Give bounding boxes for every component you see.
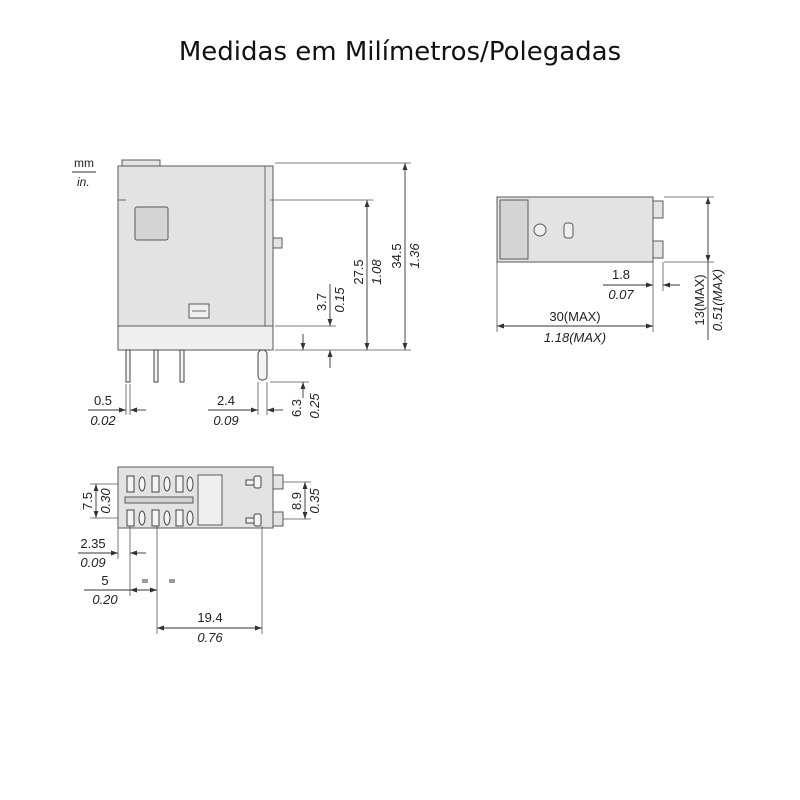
pin-hole xyxy=(138,510,146,526)
dim-depth-in: 0.51(MAX) xyxy=(710,269,725,331)
side-band xyxy=(499,199,529,260)
dim-height-body-in: 1.08 xyxy=(369,259,384,285)
pin-hole xyxy=(138,476,146,492)
dim-base-height-mm: 3.7 xyxy=(314,293,329,311)
top-cap xyxy=(121,159,161,167)
side-tab xyxy=(272,511,284,527)
page-title: Medidas em Milímetros/Polegadas xyxy=(179,37,621,67)
pin-hole xyxy=(186,510,194,526)
coil-pin-stub xyxy=(245,479,255,486)
dim-pin-span-mm: 19.4 xyxy=(197,610,222,625)
pin-slot xyxy=(151,509,160,527)
dim-pin-length-mm: 6.3 xyxy=(289,399,304,417)
dim-tab-spacing-mm: 8.9 xyxy=(289,492,304,510)
flag-slot xyxy=(563,222,574,239)
center-bar xyxy=(124,496,194,504)
pin-slot xyxy=(126,509,135,527)
dim-pin-thickness-mm: 2.4 xyxy=(217,393,235,408)
dim-pin-length-in: 0.25 xyxy=(307,393,322,419)
pin-hole xyxy=(163,510,171,526)
indicator-window xyxy=(134,206,169,241)
unit-in-label: in. xyxy=(77,175,90,189)
dim-pin-pitch-mm: 5 xyxy=(101,573,108,588)
pin xyxy=(153,349,159,383)
pin-hole xyxy=(163,476,171,492)
relay-base xyxy=(117,325,274,351)
side-view: 13(MAX) 0.51(MAX) 1.8 0.07 30(MAX) 1.18(… xyxy=(496,196,725,345)
dim-pin-pitch-in: 0.20 xyxy=(92,592,118,607)
dim-pin-thickness-in: 0.09 xyxy=(213,413,238,428)
dim-height-total-mm: 34.5 xyxy=(389,243,404,268)
pin xyxy=(179,349,185,383)
pin-hole xyxy=(186,476,194,492)
dim-pin-width-mm: 0.5 xyxy=(94,393,112,408)
dim-tab-offset-in: 0.07 xyxy=(608,287,634,302)
dim-edge-offset-in: 0.09 xyxy=(80,555,105,570)
pin xyxy=(125,349,131,383)
side-tab xyxy=(272,237,283,249)
pin-slot xyxy=(175,475,184,493)
dim-row-spacing-mm: 7.5 xyxy=(80,492,95,510)
led-circle xyxy=(533,223,547,237)
dim-width-mm: 30(MAX) xyxy=(549,309,600,324)
pin-slot xyxy=(175,509,184,527)
dim-base-height-in: 0.15 xyxy=(332,287,347,313)
unit-mm-label: mm xyxy=(74,156,94,170)
pitch-marker xyxy=(142,579,148,583)
dim-height-body-mm: 27.5 xyxy=(351,259,366,284)
side-tab xyxy=(652,200,664,219)
dim-width-in: 1.18(MAX) xyxy=(544,330,606,345)
dim-pin-width-in: 0.02 xyxy=(90,413,116,428)
label-window xyxy=(197,474,223,526)
dim-depth-mm: 13(MAX) xyxy=(692,274,707,325)
relay-body xyxy=(117,165,274,327)
dim-tab-offset-mm: 1.8 xyxy=(612,267,630,282)
bottom-view: 7.5 0.30 8.9 0.35 2.35 0.09 5 0.20 19.4 … xyxy=(78,466,322,645)
coil-pin-stub xyxy=(245,517,255,524)
unit-legend: mm in. xyxy=(72,156,96,189)
coil-pin xyxy=(257,349,268,381)
dim-height-total-in: 1.36 xyxy=(407,243,422,269)
side-tab xyxy=(272,474,284,490)
dim-tab-spacing-in: 0.35 xyxy=(307,488,322,514)
pin-slot xyxy=(151,475,160,493)
side-tab xyxy=(652,240,664,259)
dim-pin-span-in: 0.76 xyxy=(197,630,223,645)
front-view: 34.5 1.36 27.5 1.08 3.7 0.15 6.3 0.25 0.… xyxy=(88,159,422,428)
dim-row-spacing-in: 0.30 xyxy=(98,488,113,514)
pin-slot xyxy=(126,475,135,493)
coil-pin xyxy=(253,513,262,527)
pitch-marker xyxy=(169,579,175,583)
coil-pin xyxy=(253,475,262,489)
dim-edge-offset-mm: 2.35 xyxy=(80,536,105,551)
